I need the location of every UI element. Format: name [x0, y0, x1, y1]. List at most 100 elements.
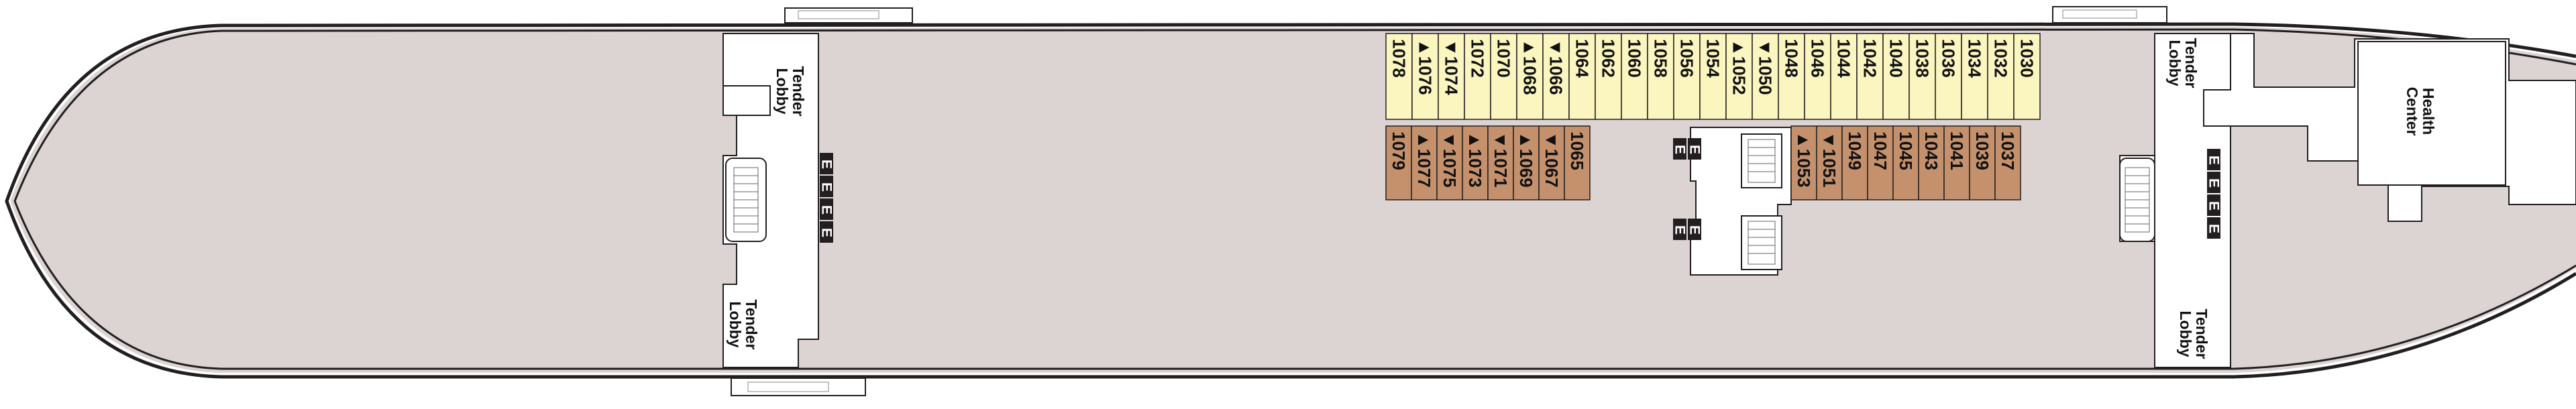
lower-aft-cabin[interactable]: ▲1077 [1411, 125, 1438, 200]
cabin-number: 1056 [1677, 39, 1697, 78]
cabin-number: 1047 [1870, 131, 1890, 170]
upper-cabin[interactable]: ▲1076 [1411, 33, 1439, 120]
cabin-number: 1039 [1972, 131, 1992, 170]
upper-cabin[interactable]: 1048 [1778, 33, 1805, 120]
lower-aft-cabin[interactable]: ▼1067 [1538, 125, 1565, 200]
cabin-number: 1065 [1567, 131, 1587, 170]
upper-cabin[interactable]: 1054 [1699, 33, 1727, 120]
elevator-icon: E [2206, 172, 2222, 193]
cabin-number: 1079 [1389, 131, 1409, 170]
tender-lobby-aft-top-label-line: Lobby [773, 68, 791, 115]
cabin-number: ▼1067 [1542, 131, 1562, 188]
lower-mid-cabin[interactable]: ▼1051 [1816, 125, 1843, 200]
svg-text:E: E [1687, 225, 1703, 235]
lower-mid-cabin[interactable]: 1037 [1994, 125, 2021, 200]
hull-outer-line [5, 22, 2576, 379]
lower-aft-cabin[interactable]: ▲1073 [1462, 125, 1489, 200]
svg-text:E: E [1672, 145, 1688, 154]
lower-mid-cabin[interactable]: 1043 [1918, 125, 1945, 200]
cabin-number: ▲1069 [1516, 131, 1536, 188]
upper-cabin[interactable]: 1036 [1935, 33, 1962, 120]
deck-platform-top-fwd [2052, 6, 2167, 23]
lower-aft-cabin[interactable]: 1065 [1564, 125, 1591, 200]
cabin-number: ▲1068 [1520, 39, 1540, 95]
upper-cabin[interactable]: 1072 [1464, 33, 1491, 120]
health-center-label-line: Center [2404, 87, 2421, 136]
cabin-number: 1072 [1468, 39, 1488, 78]
svg-text:E: E [1672, 225, 1688, 235]
elevator-icon: E [2206, 194, 2222, 216]
lower-mid-cabin[interactable]: 1047 [1867, 125, 1894, 200]
upper-cabin[interactable]: ▲1052 [1725, 33, 1753, 120]
upper-cabin[interactable]: ▼1050 [1752, 33, 1779, 120]
cabin-number: 1046 [1808, 39, 1828, 78]
upper-cabin[interactable]: 1078 [1385, 33, 1413, 120]
elevator-icon: E [1672, 219, 1688, 240]
lower-aft-cabin[interactable]: ▼1071 [1487, 125, 1514, 200]
lower-mid-cabin[interactable]: 1045 [1892, 125, 1919, 200]
upper-cabin[interactable]: 1064 [1568, 33, 1596, 120]
upper-cabin[interactable]: 1058 [1647, 33, 1674, 120]
cabin-number: 1054 [1703, 39, 1723, 78]
cabin-number: 1064 [1572, 39, 1593, 78]
lower-mid-cabin[interactable]: ▲1053 [1790, 125, 1817, 200]
svg-text:E: E [2206, 201, 2222, 211]
elevator-icon: E [2206, 217, 2222, 239]
cabin-number: 1070 [1494, 39, 1514, 78]
upper-cabin[interactable]: 1038 [1909, 33, 1936, 120]
cabin-number: 1032 [1991, 39, 2011, 78]
upper-cabin[interactable]: 1032 [1987, 33, 2015, 120]
lower-mid-cabin[interactable]: 1039 [1969, 125, 1996, 200]
upper-cabin[interactable]: ▲1068 [1516, 33, 1544, 120]
upper-cabin[interactable]: 1056 [1673, 33, 1701, 120]
svg-text:E: E [819, 182, 835, 192]
upper-cabin[interactable]: 1040 [1882, 33, 1910, 120]
cabin-number: ▼1071 [1491, 131, 1511, 188]
svg-text:E: E [2206, 224, 2222, 233]
lower-mid-cabin[interactable]: 1041 [1943, 125, 1970, 200]
cabin-number: 1060 [1625, 39, 1645, 78]
cabin-number: 1030 [2017, 39, 2037, 78]
elevator-icon: E [1687, 138, 1703, 160]
upper-cabin[interactable]: ▼1066 [1542, 33, 1570, 120]
upper-cabin[interactable]: 1060 [1621, 33, 1648, 120]
upper-cabin[interactable]: 1042 [1856, 33, 1884, 120]
lower-mid-cabin[interactable]: 1049 [1841, 125, 1868, 200]
cabin-number: ▼1066 [1546, 39, 1566, 95]
lower-aft-cabin[interactable]: ▼1075 [1436, 125, 1463, 200]
elevator-icon: E [1687, 219, 1703, 240]
upper-cabin[interactable]: 1062 [1595, 33, 1622, 120]
upper-cabin[interactable]: 1070 [1490, 33, 1517, 120]
cabin-number: 1040 [1886, 39, 1907, 78]
upper-cabin[interactable]: 1030 [2013, 33, 2041, 120]
cabin-number: ▼1050 [1756, 39, 1776, 95]
lower-aft-cabin[interactable]: 1079 [1385, 125, 1412, 200]
cabin-number: 1034 [1965, 39, 1985, 78]
lower-aft-cabin[interactable]: ▲1069 [1513, 125, 1540, 200]
svg-text:E: E [819, 160, 835, 169]
elevator-icon: E [819, 176, 835, 197]
tender-lobby-fwd-top-label-line: Tender [2182, 38, 2200, 89]
elevator-icon: E [819, 153, 835, 174]
upper-cabin[interactable]: 1044 [1830, 33, 1858, 120]
cabin-number: 1041 [1947, 131, 1967, 170]
cabin-number: 1044 [1834, 39, 1854, 78]
upper-cabin[interactable]: 1034 [1961, 33, 1988, 120]
svg-text:E: E [819, 205, 835, 215]
cabin-number: 1049 [1845, 131, 1865, 170]
cabin-number: 1045 [1896, 131, 1916, 170]
cabin-number: ▼1051 [1819, 131, 1839, 188]
upper-cabin[interactable]: ▼1074 [1438, 33, 1465, 120]
fwd-tender-block [2119, 33, 2231, 368]
cabin-number: ▲1073 [1465, 131, 1485, 188]
cabin-number: 1042 [1860, 39, 1880, 78]
room-labels: TenderLobbyTenderLobbyTenderLobbyTenderL… [727, 38, 2437, 359]
upper-cabin[interactable]: 1046 [1804, 33, 1831, 120]
elevator-icon: E [1672, 138, 1688, 160]
